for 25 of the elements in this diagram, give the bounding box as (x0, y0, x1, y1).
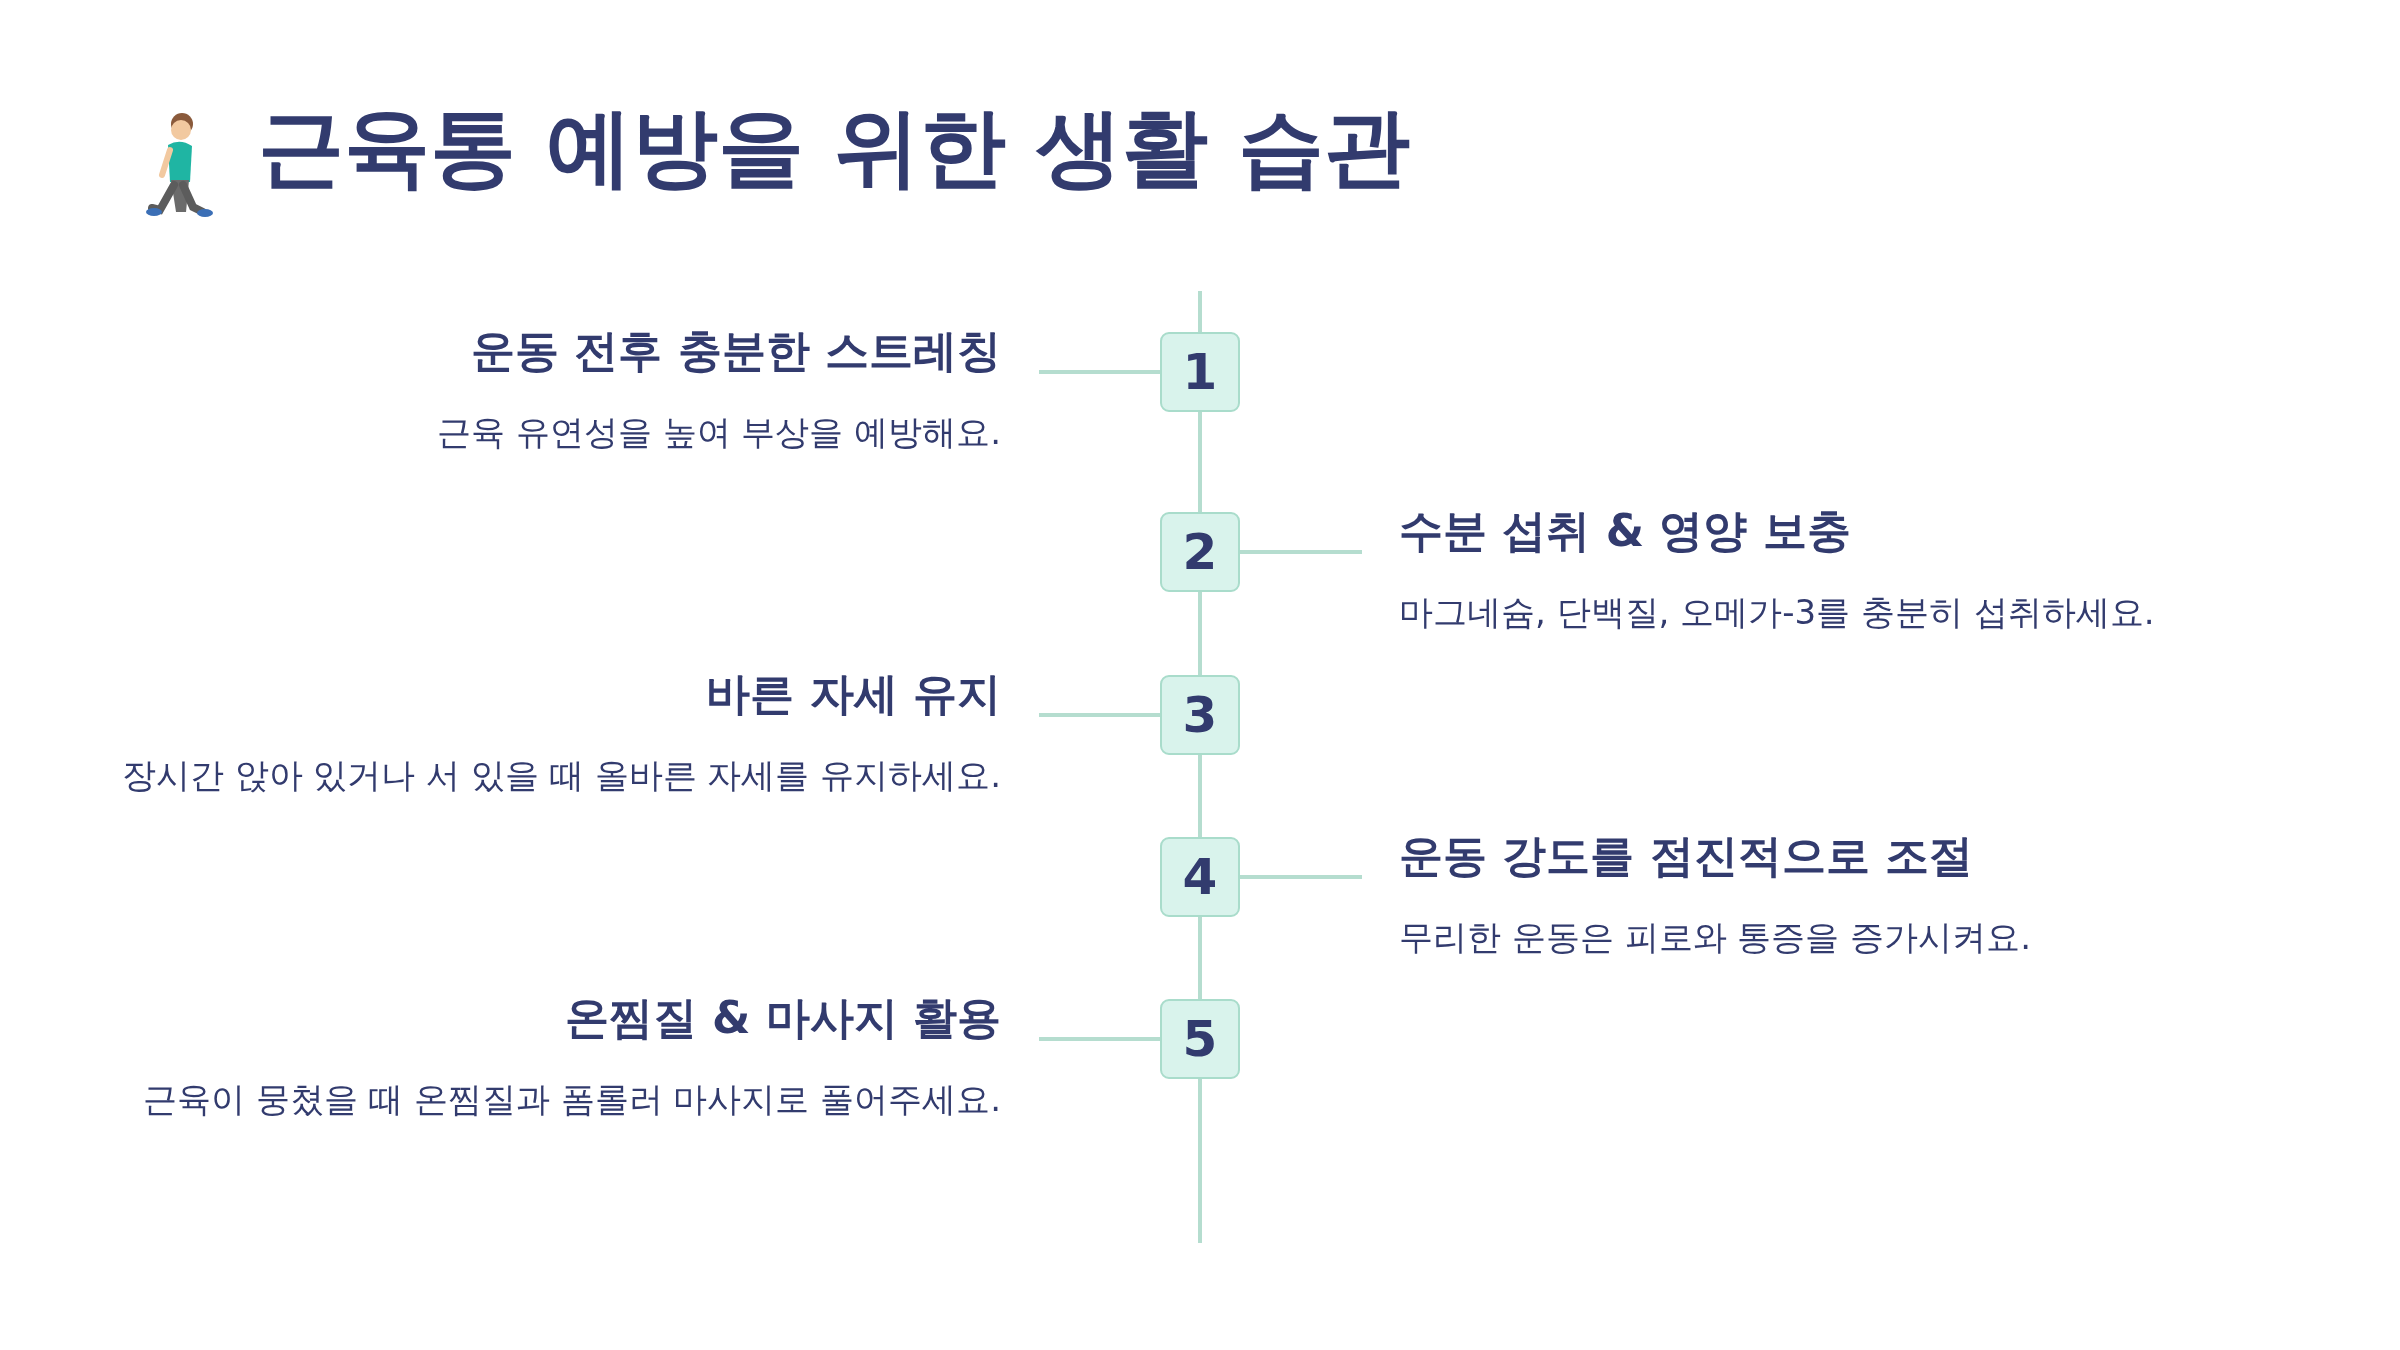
connector-line (1198, 917, 1202, 999)
step-heading: 수분 섭취 & 영양 보충 (1399, 505, 1851, 558)
title: 근육통 예방을 위한 생활 습관 (258, 100, 1410, 195)
number-box: 3 (1160, 675, 1240, 755)
step-heading: 바른 자세 유지 (706, 668, 1001, 721)
step-heading: 온찜질 & 마사지 활용 (564, 992, 1001, 1045)
step-description: 근육이 뭉쳤을 때 온찜질과 폼롤러 마사지로 풀어주세요. (143, 1078, 1001, 1120)
connector-line (1198, 412, 1202, 512)
connector-line (1240, 550, 1362, 554)
step-description: 마그네슘, 단백질, 오메가-3를 충분히 섭취하세요. (1399, 591, 2155, 633)
step-description: 무리한 운동은 피로와 통증을 증가시켜요. (1399, 916, 2032, 958)
connector-line (1198, 755, 1202, 837)
connector-line (1039, 1037, 1160, 1041)
connector-line (1240, 875, 1362, 879)
number-box: 4 (1160, 837, 1240, 917)
number-box: 1 (1160, 332, 1240, 412)
step-description: 근육 유연성을 높여 부상을 예방해요. (436, 411, 1001, 453)
step-heading: 운동 강도를 점진적으로 조절 (1399, 830, 1973, 883)
step-heading: 운동 전후 충분한 스트레칭 (471, 325, 1001, 378)
connector-line (1198, 592, 1202, 675)
number-box: 5 (1160, 999, 1240, 1079)
connector-line (1039, 713, 1160, 717)
number-box: 2 (1160, 512, 1240, 592)
step-description: 장시간 앉아 있거나 서 있을 때 올바른 자세를 유지하세요. (121, 754, 1001, 796)
connector-line (1039, 370, 1160, 374)
